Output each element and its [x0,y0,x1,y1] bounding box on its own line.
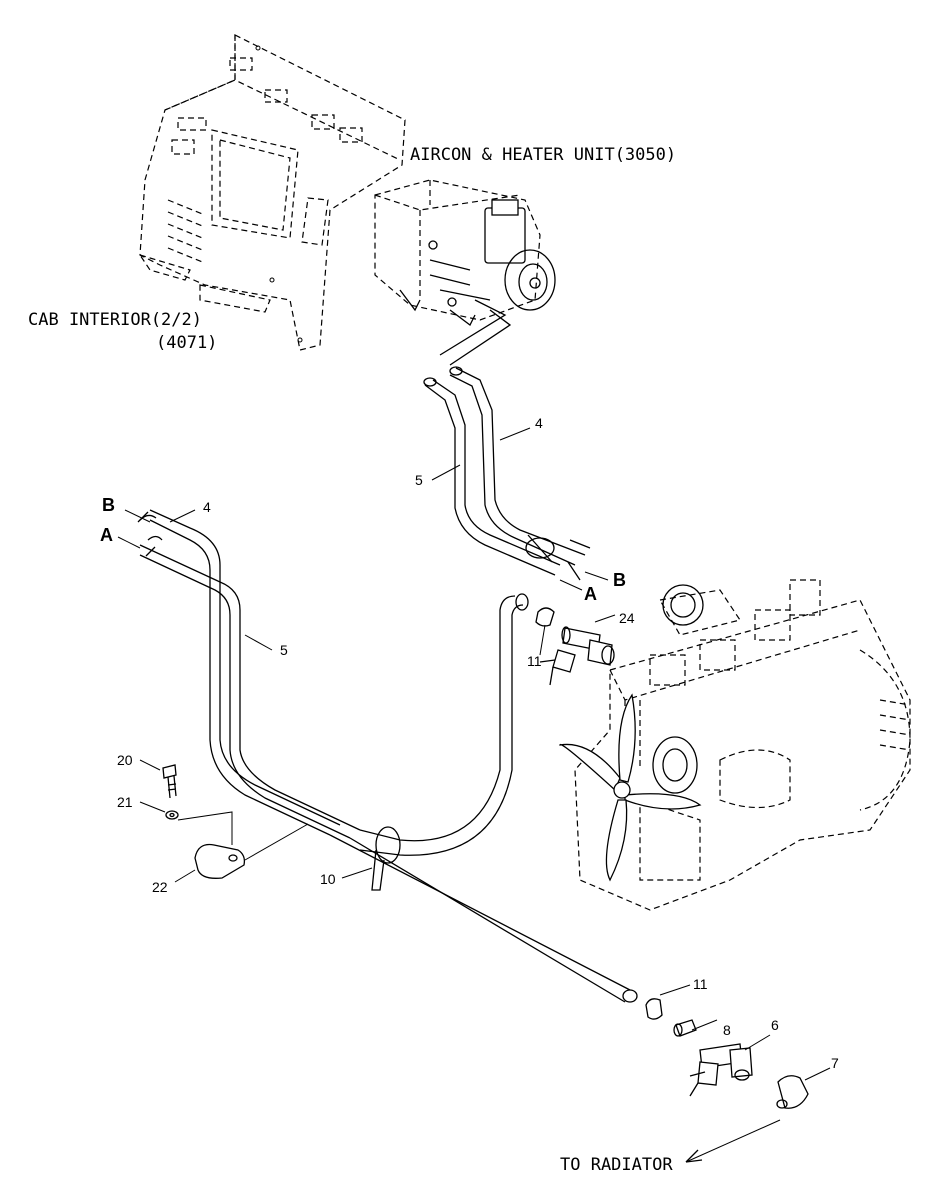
callout-5-left: 5 [280,642,288,658]
cable-tie [371,826,401,891]
cab-interior-label: CAB INTERIOR(2/2) [28,310,202,330]
callout-24: 24 [619,610,635,626]
connector-b-right: B [613,570,626,590]
callout-8: 8 [723,1022,731,1038]
callout-10: 10 [320,871,336,887]
leader-lines [117,427,831,1163]
upper-tee-valve [535,607,615,686]
aircon-unit-label: AIRCON & HEATER UNIT(3050) [410,145,676,165]
cooling-fan [559,693,702,882]
callout-4-upper: 4 [535,415,543,431]
callout-11-lower: 11 [693,976,708,992]
callout-11-upper: 11 [527,653,542,669]
cab-interior-ref-label: (4071) [156,333,217,353]
clamp-bracket-group [162,764,309,879]
callout-4-left: 4 [203,499,211,515]
connector-a-left: A [100,525,113,545]
main-hose-pair [137,509,638,1003]
callout-21: 21 [117,794,133,810]
cab-interior-panel [138,34,406,351]
connector-a-right: A [584,584,597,604]
callout-7: 7 [831,1055,839,1071]
engine-block [574,579,911,911]
aircon-heater-unit [374,179,556,366]
callout-20: 20 [117,752,133,768]
callout-6: 6 [771,1017,779,1033]
connector-b-left: B [102,495,115,515]
upper-hose-pair [423,366,591,581]
radiator-fittings [645,998,809,1109]
callout-5-upper: 5 [415,472,423,488]
callout-22: 22 [152,879,168,895]
to-radiator-label: TO RADIATOR [560,1155,673,1175]
